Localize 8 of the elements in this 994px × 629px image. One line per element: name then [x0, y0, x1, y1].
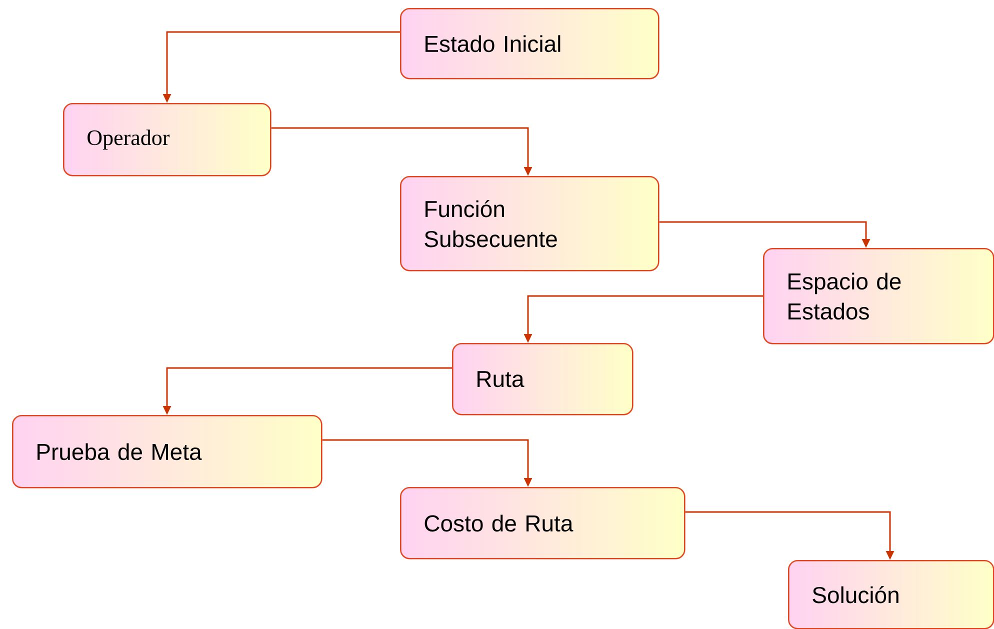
process-box: Ruta: [452, 343, 634, 416]
process-box: Función Subsecuente: [400, 176, 660, 272]
process-box: Espacio de Estados: [763, 248, 994, 344]
process-box: Operador: [63, 103, 272, 176]
process-box: Costo de Ruta: [400, 487, 686, 560]
process-box: Solución: [788, 560, 994, 629]
process-box: Estado Inicial: [400, 8, 660, 80]
process-box: Prueba de Meta: [12, 415, 322, 488]
